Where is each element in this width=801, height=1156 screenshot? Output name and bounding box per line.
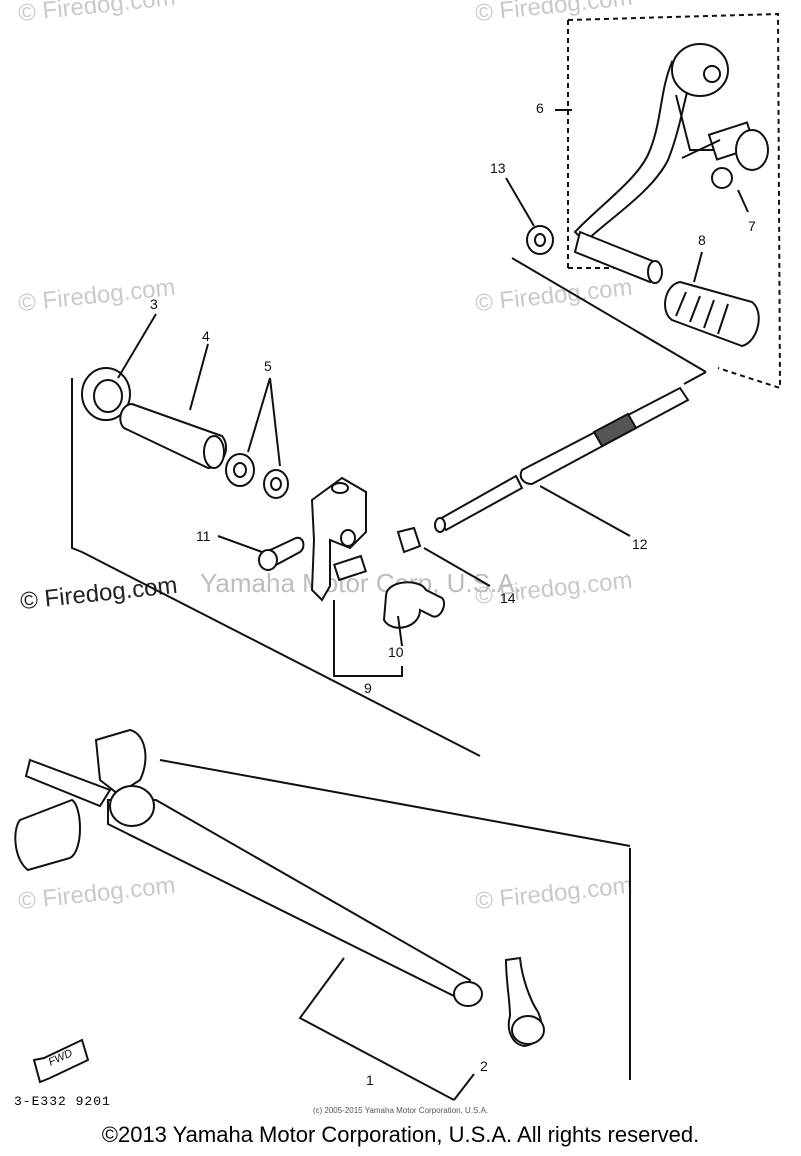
diagram-code: 3-E332 9201 [14, 1094, 111, 1109]
washer-5a [225, 453, 255, 487]
collar [119, 402, 227, 470]
shift-arm [310, 476, 367, 602]
washer-13 [526, 225, 554, 255]
callout-12: 12 [632, 536, 648, 552]
shift-shaft-assembly [24, 758, 112, 808]
fwd-arrow [32, 1038, 90, 1084]
roller-10 [382, 581, 446, 629]
callout-4: 4 [202, 328, 210, 344]
callout-7: 7 [748, 218, 756, 234]
pedal-rubber [664, 280, 760, 348]
callout-6: 6 [536, 100, 544, 116]
pedal-group-box [567, 12, 782, 390]
callout-11: 11 [196, 528, 211, 544]
callout-2: 2 [480, 1058, 488, 1074]
shift-pedal [573, 60, 692, 244]
callout-8: 8 [698, 232, 706, 248]
callout-10: 10 [388, 644, 404, 660]
small-copyright: (c) 2005-2015 Yamaha Motor Corporation, … [312, 1106, 489, 1115]
callout-9: 9 [364, 680, 372, 696]
callout-14: 14 [500, 590, 516, 606]
washer-5b [263, 469, 289, 499]
footer-copyright: ©2013 Yamaha Motor Corporation, U.S.A. A… [101, 1122, 700, 1147]
callout-1: 1 [366, 1072, 374, 1088]
callout-3: 3 [150, 296, 158, 312]
nut-14 [396, 526, 422, 554]
callout-13: 13 [490, 160, 506, 176]
callout-5: 5 [264, 358, 272, 374]
